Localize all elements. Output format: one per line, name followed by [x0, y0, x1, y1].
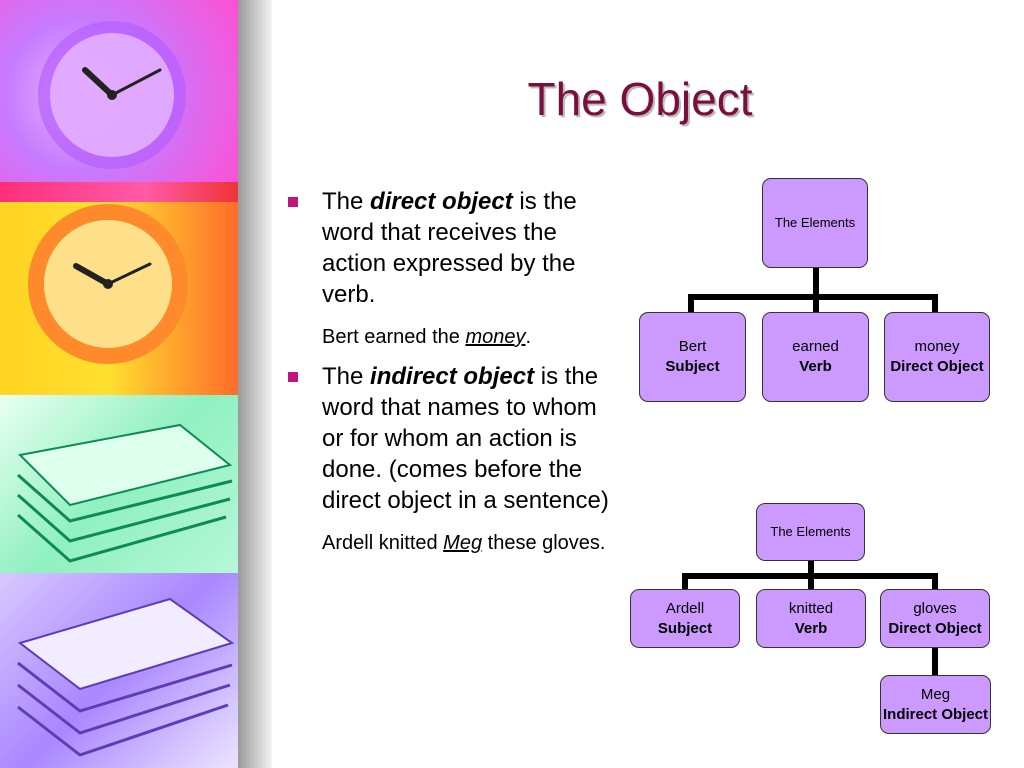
node-word: Bert [678, 338, 707, 355]
example-sentence: Bert earned the money. [322, 324, 624, 351]
term-direct-object: direct object [370, 188, 513, 215]
diagram1-verb-node: earned Verb [762, 312, 869, 402]
slide-title: The Object [527, 73, 753, 125]
bullet-post: is the word that names to whom or for wh… [322, 363, 609, 514]
bullet-text: The indirect object is the word that nam… [322, 361, 624, 516]
green-books-panel [0, 395, 240, 573]
object-diagrams: The Elements Bert Subject earned Verb mo… [628, 178, 1000, 748]
example-post: . [525, 326, 532, 348]
example-pre: Bert earned the [322, 326, 466, 348]
node-label: The Elements [770, 524, 851, 539]
orange-clock-image [28, 204, 188, 364]
diagram2-root-node: The Elements [756, 503, 865, 561]
example-post: these gloves. [482, 532, 606, 554]
connector-line [932, 647, 938, 676]
sidebar-shadow [238, 0, 272, 768]
connector-line [682, 573, 688, 589]
diagram1-direct-object-node: money Direct Object [884, 312, 990, 402]
bullet-indirect-object: The indirect object is the word that nam… [284, 361, 624, 557]
yellow-clock-panel [0, 202, 240, 395]
square-bullet-icon [288, 197, 298, 207]
connector-line [932, 294, 938, 312]
decorative-sidebar [0, 0, 240, 768]
purple-books-image [17, 597, 235, 757]
green-books-image [17, 423, 233, 563]
connector-line [808, 573, 814, 589]
node-word: earned [792, 338, 839, 355]
node-role: Verb [799, 358, 832, 375]
example-pre: Ardell knitted [322, 532, 444, 554]
diagram2-indirect-object-node: Meg Indirect Object [880, 675, 991, 734]
bullet-list: The direct object is the word that recei… [284, 186, 624, 567]
node-word: Meg [920, 685, 951, 703]
connector-line [932, 573, 938, 589]
node-word: Ardell [665, 599, 705, 617]
node-role: Subject [665, 358, 720, 375]
node-role: Subject [657, 619, 713, 637]
diagram2-direct-object-node: gloves Direct Object [880, 589, 990, 648]
node-role: Direct Object [890, 358, 984, 375]
node-word: gloves [913, 599, 957, 617]
node-role: Verb [794, 619, 828, 637]
node-word: knitted [788, 599, 834, 617]
node-role: Direct Object [888, 619, 982, 637]
diagram2-subject-node: Ardell Subject [630, 589, 740, 648]
example-sentence: Ardell knitted Meg these gloves. [322, 530, 624, 557]
bullet-text: The direct object is the word that recei… [322, 186, 624, 310]
bullet-pre: The [322, 188, 371, 215]
connector-line [808, 560, 814, 574]
bullet-direct-object: The direct object is the word that recei… [284, 186, 624, 351]
node-word: money [914, 338, 960, 355]
pink-strip [0, 182, 240, 202]
square-bullet-icon [288, 372, 298, 382]
diagram2-verb-node: knitted Verb [756, 589, 866, 648]
purple-clock-image [38, 21, 186, 169]
connector-line [813, 294, 819, 312]
purple-clock-panel [0, 0, 240, 182]
term-indirect-object: indirect object [370, 363, 535, 390]
example-term: Meg [443, 532, 483, 554]
diagram1-subject-node: Bert Subject [639, 312, 746, 402]
bullet-post: is the word that receives the action exp… [322, 188, 577, 308]
node-role: Indirect Object [882, 705, 989, 723]
connector-line [813, 268, 819, 294]
bullet-pre: The [322, 363, 371, 390]
diagram1-root-node: The Elements [762, 178, 868, 268]
connector-line [688, 294, 694, 312]
purple-books-panel [0, 573, 240, 768]
example-term: money [465, 326, 526, 348]
node-label: The Elements [774, 215, 856, 230]
